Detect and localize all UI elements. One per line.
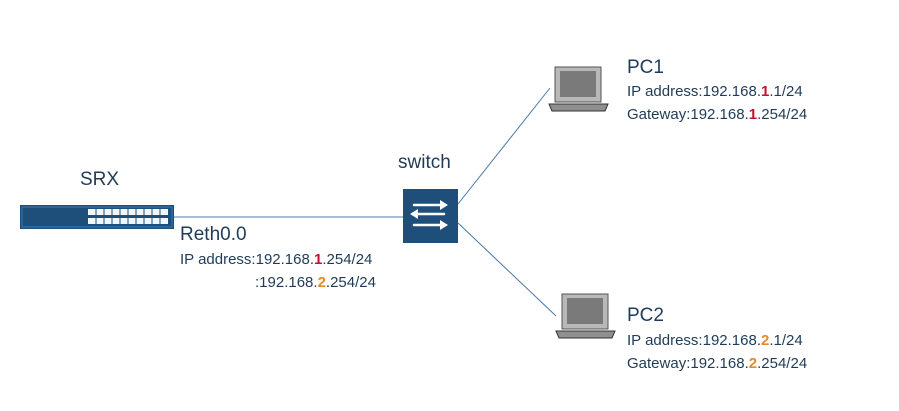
subnet-octet: 1: [748, 106, 758, 123]
firewall-icon: [20, 205, 174, 229]
laptop-icon: [555, 293, 616, 339]
ip-suffix: .254/24: [325, 274, 376, 291]
link-switch-pc2: [457, 222, 557, 317]
ip-suffix: .1/24: [769, 332, 803, 349]
ip-suffix: .254/24: [322, 251, 373, 268]
pc2-label: PC2: [627, 305, 664, 326]
subnet-octet: 2: [761, 332, 770, 349]
subnet-octet: 2: [748, 355, 758, 372]
switch-label: switch: [398, 152, 451, 173]
ip-prefix: IP address:192.168.: [627, 332, 761, 349]
gateway-prefix: Gateway:192.168.: [627, 355, 749, 372]
subnet-octet: 2: [317, 274, 326, 291]
link-switch-pc1: [457, 87, 551, 205]
laptop-icon: [548, 66, 609, 112]
ip-prefix: IP address:192.168.: [627, 83, 761, 100]
pc1-ip-address: IP address:192.168.1.1/24: [627, 81, 803, 102]
pc1-label: PC1: [627, 57, 664, 78]
subnet-octet: 1: [314, 251, 323, 268]
pc2-gateway: Gateway:192.168.2.254/24: [627, 353, 807, 374]
srx-ip-address-1: IP address:192.168.1.254/24: [180, 249, 372, 270]
subnet-octet: 1: [761, 83, 770, 100]
srx-interface-label: Reth0.0: [180, 224, 247, 245]
srx-label: SRX: [80, 169, 120, 190]
pc1-gateway: Gateway:192.168.1.254/24: [627, 104, 807, 125]
gateway-prefix: Gateway:192.168.: [627, 106, 749, 123]
gateway-suffix: .254/24: [757, 355, 808, 372]
gateway-suffix: .254/24: [757, 106, 808, 123]
ip-prefix: IP address:192.168.: [180, 251, 314, 268]
switch-icon: [403, 189, 458, 243]
srx-ip-address-2: :192.168.2.254/24: [255, 272, 376, 293]
ip-prefix: :192.168.: [255, 274, 318, 291]
ip-suffix: .1/24: [769, 83, 803, 100]
pc2-ip-address: IP address:192.168.2.1/24: [627, 330, 803, 351]
